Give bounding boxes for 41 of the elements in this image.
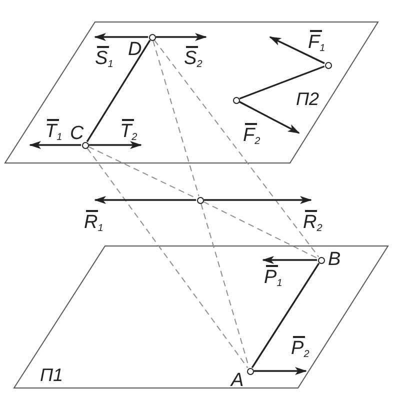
force-vector-arrow — [262, 256, 318, 264]
edge-label: T$_{1}$ — [45, 119, 62, 143]
line — [239, 66, 325, 100]
point-label: C — [70, 124, 84, 143]
point-label: A — [231, 371, 244, 390]
point-marker — [318, 256, 324, 264]
dashed-line — [152, 40, 200, 197]
force-vector-arrow — [269, 36, 325, 64]
plane-name: П2 — [296, 90, 320, 108]
force-vector-arrow — [88, 141, 142, 149]
force-vector-arrow — [156, 33, 207, 41]
point-label: B — [328, 250, 341, 269]
force-vector-arrow — [204, 196, 312, 204]
dashed-line — [203, 201, 318, 259]
edge-label: S$_{2}$ — [184, 46, 202, 70]
plane-name: П1 — [40, 366, 64, 384]
line — [86, 40, 151, 142]
edge-label: P$_{2}$ — [291, 336, 310, 360]
force-vector-arrow — [94, 196, 196, 204]
edge-label: F$_{2}$ — [243, 123, 260, 147]
edge-label: S$_{1}$ — [95, 46, 114, 70]
dashed-line — [86, 148, 248, 368]
force-vector-arrow — [239, 101, 300, 134]
point-marker — [246, 368, 254, 374]
point-marker — [324, 62, 332, 68]
force-vector-arrow — [254, 367, 307, 375]
point-marker — [232, 96, 240, 104]
point-marker — [82, 142, 88, 148]
force-vector-arrow — [94, 33, 148, 41]
edge-label: P$_{1}$ — [264, 265, 282, 289]
edge-label: R$_{2}$ — [303, 210, 322, 234]
edge-label: R$_{1}$ — [84, 210, 104, 234]
edge-label: T$_{2}$ — [120, 119, 138, 143]
edge-label: F$_{1}$ — [308, 30, 326, 54]
point-marker — [196, 196, 204, 204]
point-label: D — [128, 40, 142, 59]
dashed-line — [200, 203, 250, 368]
dashed-line — [154, 40, 320, 258]
line — [251, 262, 320, 368]
force-vector-arrow — [29, 141, 82, 149]
point-marker — [148, 34, 156, 40]
